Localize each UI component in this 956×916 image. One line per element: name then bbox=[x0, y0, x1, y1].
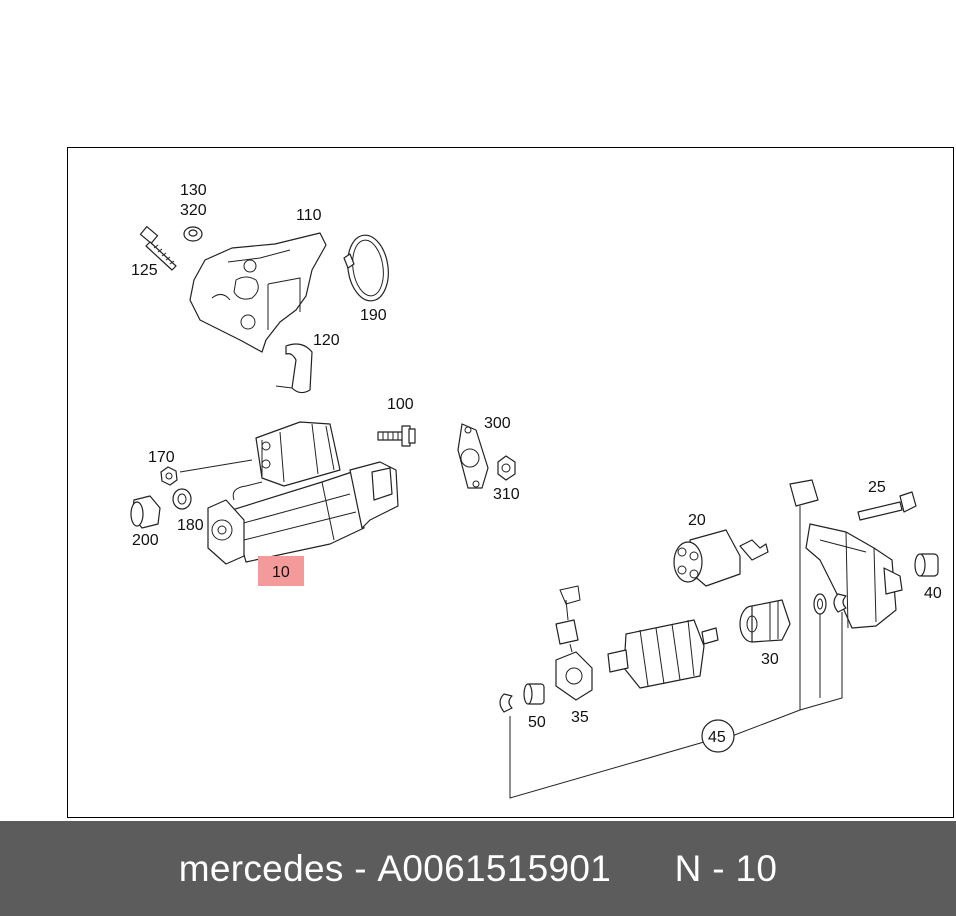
washer-180-drawing bbox=[172, 488, 192, 510]
footer-caption: mercedes - A0061515901 N - 10 bbox=[0, 821, 956, 916]
label-190: 190 bbox=[360, 307, 387, 324]
label-50: 50 bbox=[528, 714, 546, 731]
footer-bar: mercedes - A0061515901 N - 10 bbox=[0, 821, 956, 916]
label-300: 300 bbox=[484, 415, 511, 432]
bolt-125-drawing bbox=[139, 226, 177, 271]
label-180: 180 bbox=[177, 517, 204, 534]
footer-gap bbox=[611, 848, 674, 890]
label-10: 10 bbox=[272, 564, 290, 581]
starter-motor-10-drawing bbox=[207, 421, 399, 565]
pinion-30-drawing bbox=[739, 599, 791, 643]
label-125: 125 bbox=[131, 262, 158, 279]
footer-brand: mercedes bbox=[178, 847, 344, 889]
label-40: 40 bbox=[924, 585, 942, 602]
gasket-300-drawing bbox=[457, 423, 489, 489]
label-110: 110 bbox=[296, 207, 322, 224]
bushing-40-drawing bbox=[914, 553, 939, 577]
bolt-25-drawing bbox=[857, 491, 917, 521]
label-20: 20 bbox=[688, 512, 706, 529]
clip-right-drawing bbox=[833, 593, 847, 613]
label-120: 120 bbox=[313, 332, 340, 349]
label-170: 170 bbox=[148, 449, 175, 466]
label-320: 320 bbox=[180, 202, 207, 219]
brush-block-drawing bbox=[789, 479, 819, 507]
footer-separator: - bbox=[343, 847, 378, 889]
nut-170-drawing bbox=[160, 459, 253, 486]
footer-position: N - 10 bbox=[674, 847, 778, 889]
armature-drawing bbox=[607, 619, 719, 689]
solenoid-20-drawing bbox=[673, 529, 769, 587]
clip-45-drawing bbox=[499, 693, 513, 713]
drive-end-housing-drawing bbox=[805, 523, 903, 629]
label-35: 35 bbox=[571, 709, 589, 726]
label-130: 130 bbox=[180, 182, 207, 199]
label-310: 310 bbox=[493, 486, 520, 503]
highlight-10 bbox=[258, 556, 304, 586]
label-30: 30 bbox=[761, 651, 779, 668]
band-190-drawing bbox=[343, 234, 389, 302]
label-45: 45 bbox=[708, 729, 726, 746]
nut-310-drawing bbox=[497, 455, 516, 481]
bolt-100-drawing bbox=[377, 425, 416, 447]
kit-45-lines bbox=[509, 506, 843, 799]
clip-left-drawing bbox=[813, 593, 827, 615]
label-25: 25 bbox=[868, 479, 886, 496]
brush-plate-35-drawing bbox=[555, 585, 593, 701]
label-200: 200 bbox=[132, 532, 159, 549]
clip-120-drawing bbox=[275, 343, 313, 394]
bracket-110-drawing bbox=[189, 232, 327, 353]
nut-320-drawing bbox=[183, 226, 203, 242]
footer-part-number: A0061515901 bbox=[377, 847, 612, 889]
label-100: 100 bbox=[387, 396, 414, 413]
cap-200-drawing bbox=[130, 495, 161, 529]
bushing-50-drawing bbox=[523, 683, 545, 705]
